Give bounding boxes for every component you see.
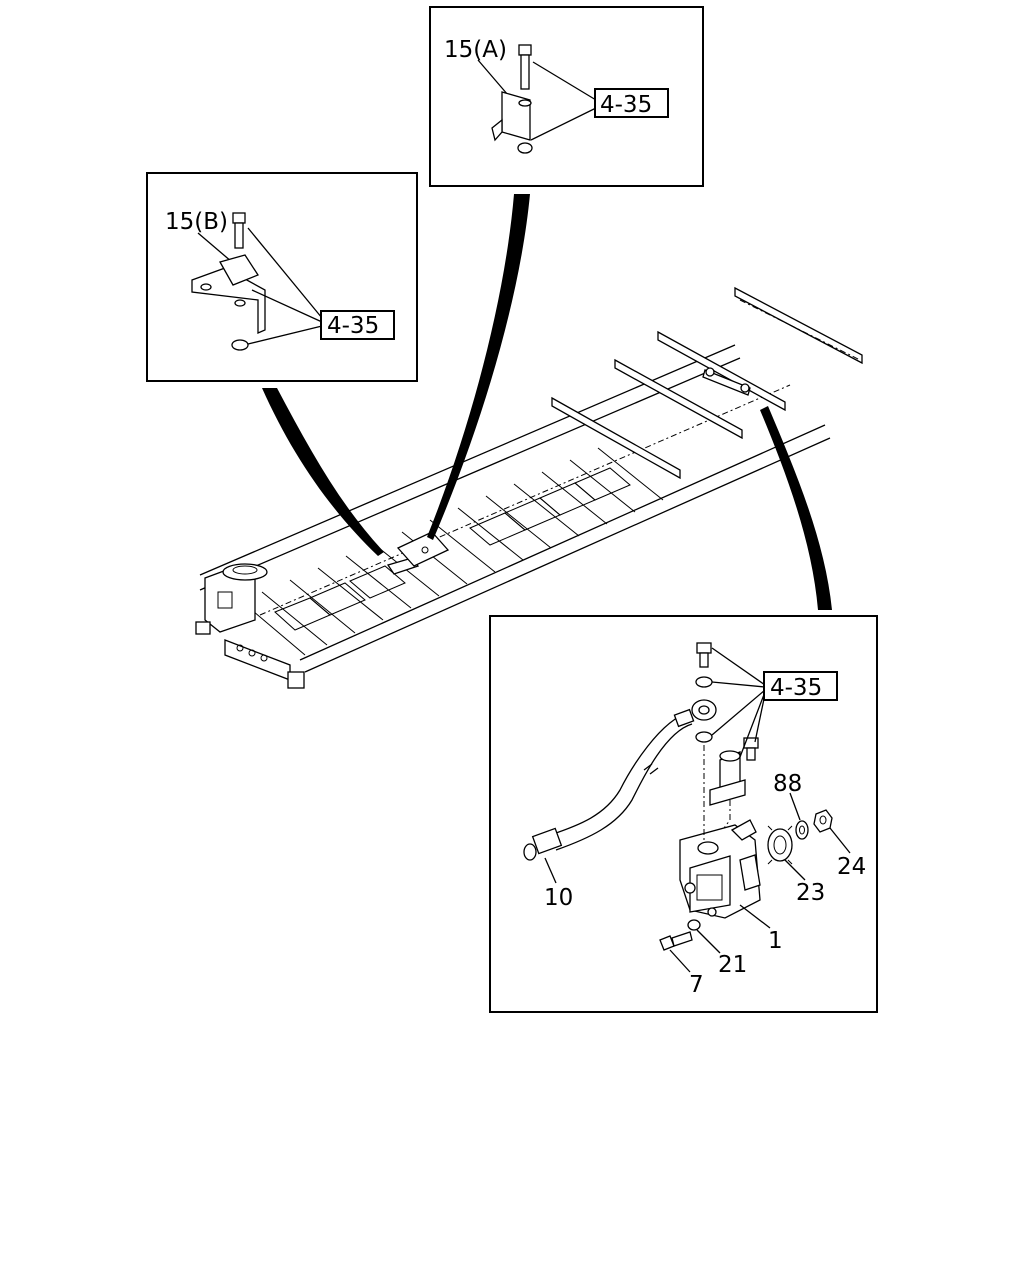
part-label-1: 1 [768,928,783,954]
part-label-23: 23 [796,880,825,906]
inset-a-panel: 15(A) 4-35 [429,6,704,187]
ref-label-a: 4-35 [600,92,652,118]
inset-c-panel: 4-35 88 24 23 10 1 21 7 [489,615,878,1013]
ref-box-4-35-c [763,671,838,701]
inset-b-panel: 15(B) 4-35 [146,172,418,382]
leader-curve-inset-c [760,406,832,610]
chassis-frame [195,286,863,689]
ref-label-c: 4-35 [770,675,822,701]
part-label-15a: 15(A) [444,37,507,63]
part-label-88: 88 [773,771,802,797]
part-label-10: 10 [544,885,573,911]
ref-box-4-35-a [594,88,669,118]
leader-curve-inset-a [427,194,530,540]
ref-box-4-35-b [320,310,395,340]
part-label-15b: 15(B) [165,209,228,235]
ref-label-b: 4-35 [327,313,379,339]
part-label-7: 7 [689,972,704,998]
leader-curve-inset-b [262,388,384,556]
part-label-21: 21 [718,952,747,978]
part-label-24: 24 [837,854,866,880]
